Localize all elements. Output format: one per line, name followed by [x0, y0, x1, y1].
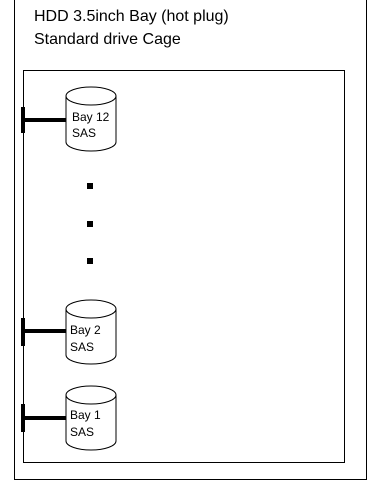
drive-interface-label: SAS [70, 340, 95, 354]
drive-interface-label: SAS [72, 126, 97, 140]
drive-bay-label: Bay 2 [70, 323, 101, 337]
drive-interface-label: SAS [70, 425, 95, 439]
drive-cage [23, 70, 345, 463]
cage-title-line-2: Standard drive Cage [34, 31, 181, 48]
cage-title-line-1: HDD 3.5inch Bay (hot plug) [34, 8, 229, 25]
drive-bay-label: Bay 12 [72, 110, 110, 124]
drive-bay-label: Bay 1 [70, 408, 101, 422]
